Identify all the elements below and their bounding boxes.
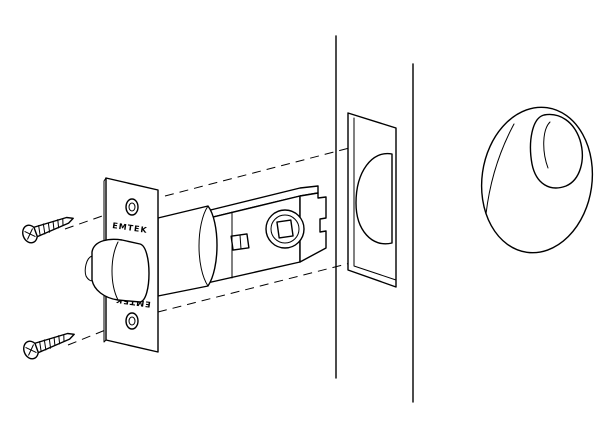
latch-bolt-tip <box>84 255 93 282</box>
cross-bore-outer <box>480 106 594 254</box>
bottom-screw-threads <box>39 334 65 353</box>
faceplate-top-screw-hole-inner <box>128 202 136 212</box>
alignment-line-latch-top <box>164 139 381 197</box>
faceplate-top-screw-hole <box>125 198 139 216</box>
alignment-line-latch-bottom <box>157 255 379 313</box>
faceplate-mortise-depth <box>353 117 397 281</box>
edge-bore-hole <box>355 152 393 245</box>
faceplate-bottom-screw-hole <box>125 312 139 330</box>
latch-cylinder-end <box>198 205 209 287</box>
spindle-hub-inner <box>270 214 300 244</box>
latch-bolt-bevel <box>111 241 119 301</box>
door-cross-bore <box>480 106 594 254</box>
top-screw <box>22 216 74 244</box>
spindle-square-hole <box>276 219 294 239</box>
faceplate-bottom-screw-hole-inner <box>128 316 136 326</box>
latch-cylinder-body <box>157 205 218 297</box>
alignment-line-top-screw <box>64 206 129 230</box>
bottom-screw <box>23 332 75 360</box>
door-edge <box>335 35 414 403</box>
housing-slot-divider <box>239 234 242 250</box>
cross-bore-opening-depth <box>543 121 551 169</box>
bottom-screw-slot-2 <box>28 344 34 356</box>
latch-bolt-body <box>91 238 150 303</box>
top-screw-slot-2 <box>27 228 33 240</box>
latch-cylinder <box>157 205 218 297</box>
top-screw-threads <box>38 218 64 237</box>
latch-bolt <box>84 238 150 303</box>
cross-bore-inner-wall <box>485 123 515 215</box>
cross-bore-latch-opening <box>529 113 584 189</box>
housing-end-block <box>299 192 327 263</box>
